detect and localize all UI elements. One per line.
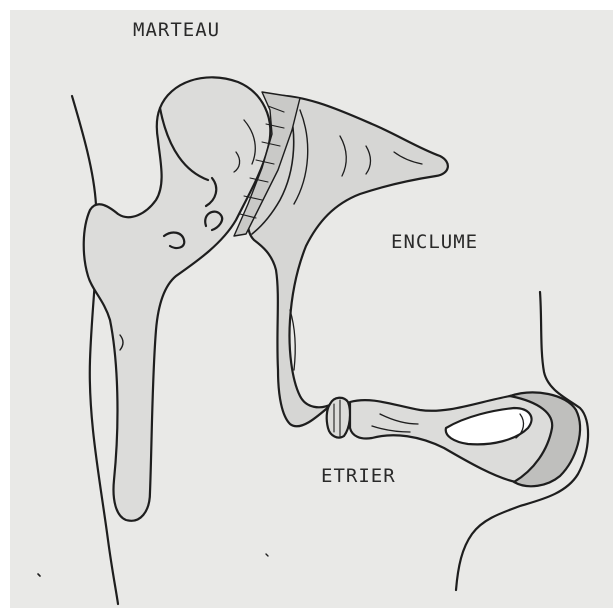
stapes-label: ETRIER: [321, 465, 396, 487]
malleus-bone: [84, 77, 271, 520]
stray-mark: [38, 574, 40, 576]
incus-label: ENCLUME: [391, 231, 478, 253]
stray-mark: [266, 554, 268, 556]
malleus-label: MARTEAU: [133, 19, 220, 41]
eardrum-line: [72, 96, 118, 604]
